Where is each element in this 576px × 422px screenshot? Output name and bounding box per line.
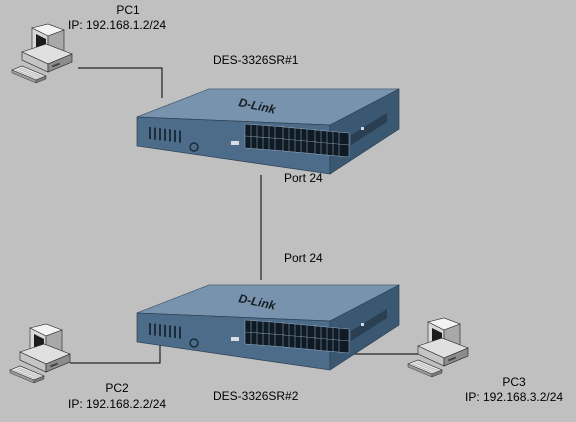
switch-1-port-label: Port 24 <box>284 171 323 185</box>
link-pc1-switch1 <box>78 67 163 98</box>
pc2-name: PC2 <box>105 381 129 395</box>
pc3-icon <box>407 317 469 378</box>
pc1-icon <box>11 23 73 84</box>
switch-2-name: DES-3326SR#2 <box>213 389 299 403</box>
pc3-name: PC3 <box>502 375 526 389</box>
pc2-ip: IP: 192.168.2.2/24 <box>68 397 166 411</box>
pc3-ip: IP: 192.168.3.2/24 <box>465 390 563 404</box>
switch-1-name: DES-3326SR#1 <box>213 53 299 67</box>
pc2-icon <box>9 323 71 384</box>
pc1-name: PC1 <box>116 3 140 17</box>
pc1-ip: IP: 192.168.1.2/24 <box>68 18 166 32</box>
link-pc2-switch2 <box>70 345 161 364</box>
switch-2-port-label: Port 24 <box>284 251 323 265</box>
